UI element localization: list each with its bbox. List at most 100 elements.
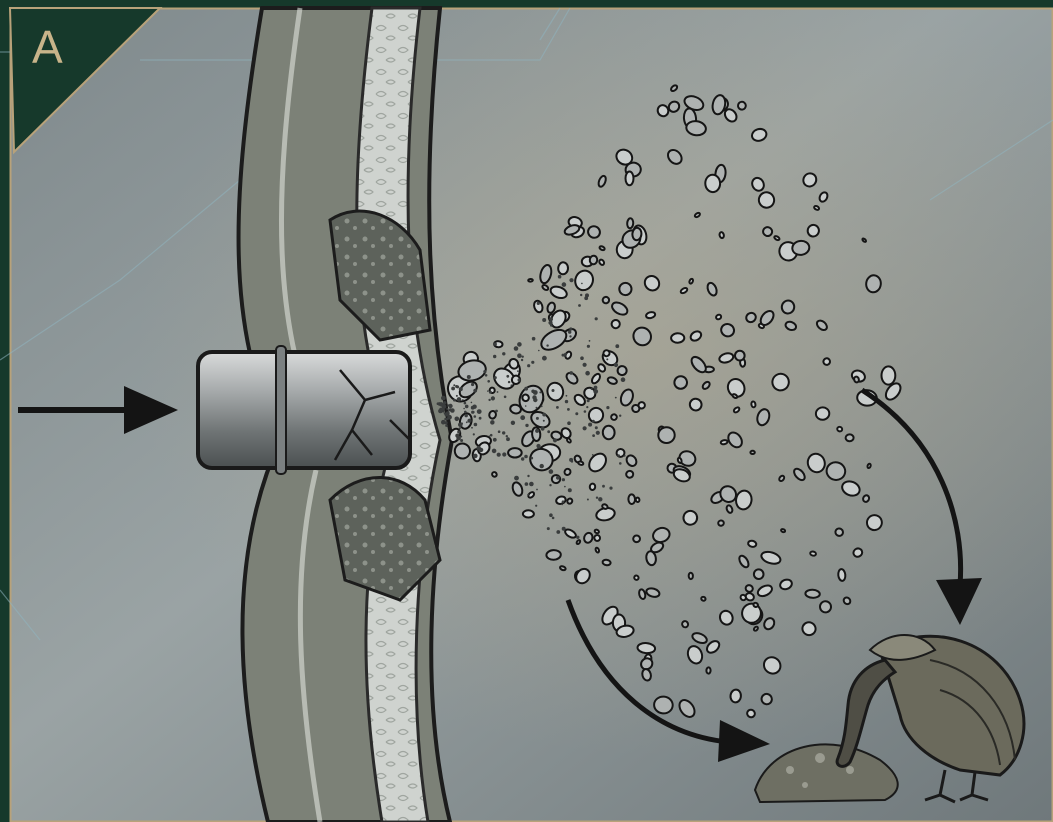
bone-dust (594, 386, 598, 390)
bone-fragment (546, 550, 561, 560)
bone-dust (569, 458, 573, 462)
bone-fragment (637, 642, 655, 653)
bone-dust (498, 430, 501, 433)
bone-dust (547, 430, 550, 433)
bone-fragment (626, 470, 634, 478)
bone-dust (456, 385, 459, 388)
bone-fragment (558, 262, 569, 275)
bone-dust (525, 424, 528, 427)
bone-fragment (689, 278, 694, 284)
bone-fragment (792, 240, 811, 256)
bone-dust (556, 476, 560, 480)
bone-fragment (617, 365, 627, 375)
bone-dust (546, 344, 548, 346)
bone-fragment (658, 427, 675, 444)
bone-dust (520, 415, 525, 420)
bone-dust (494, 376, 497, 379)
bone-dust (583, 363, 587, 367)
bone-dust (511, 384, 513, 386)
bone-dust (602, 485, 605, 488)
bone-dust (562, 478, 565, 481)
bone-dust (514, 476, 519, 481)
bone-dust (522, 356, 524, 358)
bone-dust (531, 457, 534, 460)
bone-fragment (867, 463, 871, 468)
bone-dust (540, 464, 544, 468)
bone-dust (458, 438, 460, 440)
bone-dust (535, 505, 537, 507)
bone-dust (493, 355, 496, 358)
bone-dust (457, 430, 460, 433)
bone-dust (506, 435, 508, 437)
bone-fragment (627, 218, 634, 228)
bone-dust (459, 387, 463, 391)
bone-dust (619, 415, 621, 417)
bone-dust (593, 389, 598, 394)
bone-dust (549, 513, 553, 517)
bone-dust (471, 406, 475, 410)
bone-fragment (815, 407, 830, 421)
bone-dust (562, 527, 566, 531)
bone-dust (490, 420, 494, 424)
bone-dust (584, 296, 588, 300)
bone-dust (553, 438, 557, 442)
bone-dust (489, 435, 491, 437)
bone-dust (474, 423, 478, 427)
bone-fragment (854, 376, 860, 383)
bone-dust (473, 454, 478, 459)
bone-dust (527, 364, 530, 367)
bone-dust (562, 282, 567, 287)
bone-dust (471, 427, 473, 429)
bone-dust (492, 449, 497, 454)
bone-dust (587, 345, 590, 348)
bone-fragment (523, 510, 534, 517)
bone-dust (487, 390, 489, 392)
bone-dust (549, 469, 554, 474)
bone-dust (465, 405, 469, 409)
bone-dust (614, 363, 618, 367)
bone-dust (457, 397, 462, 402)
projectile-body (198, 352, 410, 468)
bone-dust (541, 427, 545, 431)
bone-dust (443, 401, 446, 404)
bone-fragment (653, 696, 673, 714)
bone-fragment (521, 394, 529, 403)
bone-fragment (595, 547, 600, 553)
bone-fragment (718, 520, 725, 526)
bone-fragment (602, 559, 611, 566)
bone-dust (473, 389, 477, 393)
bone-dust (441, 420, 446, 425)
bone-dust (542, 318, 546, 322)
bone-dust (567, 408, 570, 411)
bone-dust (592, 434, 595, 437)
bone-dust (549, 317, 553, 321)
bone-dust (536, 417, 539, 420)
bone-dust (525, 405, 527, 407)
bone-dust (621, 377, 626, 382)
bone-fragment (838, 569, 846, 581)
bone-dust (525, 482, 529, 486)
bone-dust (606, 406, 609, 409)
bone-fragment (720, 440, 727, 445)
bone-dust (455, 417, 460, 422)
bone-fragment (753, 602, 759, 607)
bone-dust (595, 317, 598, 320)
bone-dust (527, 475, 529, 477)
bone-dust (521, 457, 524, 460)
bone-dust (464, 411, 467, 414)
bone-dust (592, 420, 595, 423)
bone-dust (487, 380, 490, 383)
bone-dust (535, 429, 539, 433)
bone-dust (444, 412, 446, 414)
bone-dust (462, 399, 464, 401)
bone-dust (497, 391, 499, 393)
bone-dust (542, 356, 547, 361)
bone-dust (441, 396, 446, 401)
bone-dust (536, 407, 538, 409)
bone-dust (511, 421, 515, 425)
bone-fragment (823, 358, 831, 366)
bone-dust (471, 383, 474, 386)
bone-fragment (603, 426, 615, 440)
